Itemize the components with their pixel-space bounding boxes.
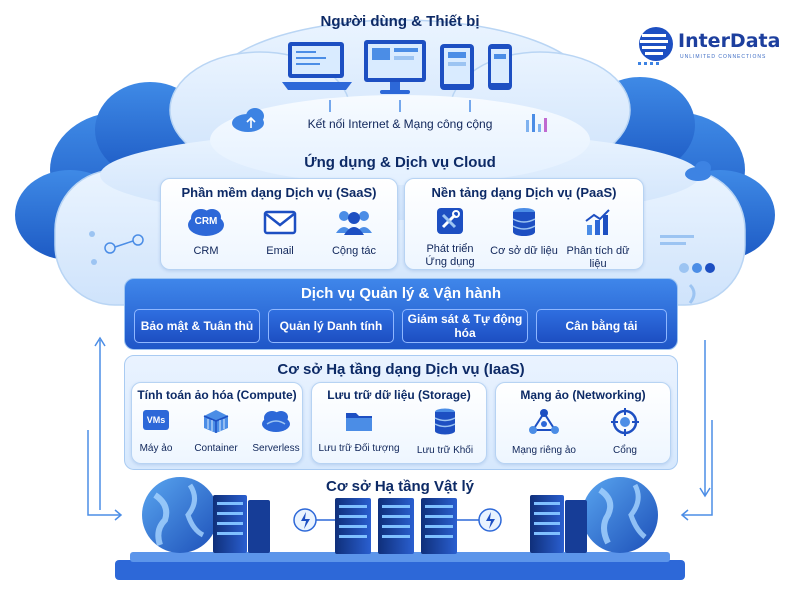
paas-item-database: Cơ sở dữ liệu [489, 207, 559, 258]
paas-item-label: Phát triển Ứng dụng [425, 243, 475, 268]
brand-logo: InterData UNLIMITED CONNECTIONS [636, 22, 786, 72]
iaas-title: Cơ sở Hạ tầng dạng Dịch vụ (IaaS) [277, 361, 525, 378]
folder-icon [314, 408, 404, 439]
brand-name: InterData [678, 30, 781, 52]
storage-item-label: Lưu trữ Khối [416, 445, 474, 456]
vms-icon: VMs [126, 408, 186, 439]
compute-item-container: Container [186, 408, 246, 455]
connection-label: Kết nối Internet & Mạng công cộng [307, 117, 493, 131]
storage-title: Lưu trữ dữ liệu (Storage) [327, 388, 471, 402]
users-title: Người dùng & Thiết bị [320, 13, 480, 30]
compute-item-label: Serverless [252, 443, 300, 454]
email-icon [245, 207, 315, 242]
vpn-network-icon [502, 408, 586, 441]
storage-panel: Lưu trữ dữ liệu (Storage) Lưu trữ Đối tư… [311, 382, 487, 464]
container-icon [186, 408, 246, 439]
saas-item-crm: CRM CRM [171, 207, 241, 258]
server-racks [213, 495, 587, 554]
networking-item-gateway: Cổng [588, 408, 662, 457]
mgmt-identity: Quản lý Danh tính [268, 309, 394, 343]
networking-title: Mạng ảo (Networking) [520, 388, 646, 402]
phone-icon [488, 44, 512, 90]
saas-item-email: Email [245, 207, 315, 258]
block-storage-icon [400, 408, 490, 441]
management-panel: Dịch vụ Quản lý & Vận hành Bảo mật & Tuâ… [124, 278, 678, 350]
saas-item-label: CRM [193, 245, 219, 257]
globe-right [582, 477, 658, 553]
saas-item-label: Cộng tác [331, 245, 377, 257]
crm-cloud-icon: CRM [171, 207, 241, 242]
compute-panel: Tính toán ảo hóa (Compute) VMs Máy ảo [131, 382, 303, 464]
compute-item-label: Container [194, 443, 238, 454]
monitor-icon [364, 40, 426, 94]
mgmt-security-compliance: Bảo mật & Tuân thủ [134, 309, 260, 343]
signal-bars-decor [526, 114, 547, 132]
mgmt-load-balancing: Cân bằng tải [536, 309, 667, 343]
compute-item-label: Máy ảo [139, 443, 173, 454]
networking-panel: Mạng ảo (Networking) Mạng riêng ảo [495, 382, 671, 464]
tools-icon [415, 207, 485, 240]
iaas-panel: Cơ sở Hạ tầng dạng Dịch vụ (IaaS) Tính t… [124, 355, 678, 470]
small-cloud-right [685, 161, 711, 181]
physical-title: Cơ sở Hạ tầng Vật lý [325, 478, 475, 495]
storage-item-block: Lưu trữ Khối [400, 408, 490, 457]
serverless-icon [246, 408, 306, 439]
collaboration-icon [319, 207, 389, 242]
saas-title: Phần mềm dạng Dịch vụ (SaaS) [181, 185, 377, 200]
logo-globe-icon [638, 27, 673, 65]
saas-panel: Phần mềm dạng Dịch vụ (SaaS) CRM CRM Ema… [160, 178, 398, 270]
physical-platform [115, 552, 685, 580]
paas-panel: Nền tảng dạng Dịch vụ (PaaS) Phát triển … [404, 178, 644, 270]
brand-tagline: UNLIMITED CONNECTIONS [680, 54, 767, 60]
networking-item-label: Mạng riêng ảo [512, 445, 576, 456]
globe-left [142, 477, 218, 553]
saas-item-collaboration: Cộng tác [319, 207, 389, 258]
tablet-icon [440, 44, 474, 90]
gateway-icon [588, 408, 662, 441]
analytics-chart-icon [563, 207, 633, 242]
network-nodes-decor [89, 231, 715, 304]
networking-item-label: Cổng [613, 445, 637, 456]
small-upload-cloud-left [232, 108, 264, 132]
devices-group [280, 34, 520, 98]
cloud-apps-title: Ứng dụng & Dịch vụ Cloud [304, 154, 496, 171]
paas-item-label: Phân tích dữ liệu [566, 245, 630, 270]
storage-item-label: Lưu trữ Đối tượng [318, 443, 400, 454]
compute-item-serverless: Serverless [246, 408, 306, 455]
compute-item-vms: VMs Máy ảo [126, 408, 186, 455]
crm-badge: CRM [194, 216, 218, 227]
compute-title: Tính toán ảo hóa (Compute) [137, 388, 297, 402]
paas-item-analytics: Phân tích dữ liệu [563, 207, 633, 271]
paas-title: Nền tảng dạng Dịch vụ (PaaS) [431, 185, 617, 200]
networking-item-vpn: Mạng riêng ảo [502, 408, 586, 457]
vms-badge: VMs [146, 415, 166, 425]
database-icon [489, 207, 559, 242]
laptop-icon [282, 42, 352, 90]
flow-arrows [87, 100, 713, 521]
management-title: Dịch vụ Quản lý & Vận hành [300, 285, 502, 302]
paas-item-app-dev: Phát triển Ứng dụng [415, 207, 485, 269]
storage-item-object: Lưu trữ Đối tượng [314, 408, 404, 455]
mgmt-monitoring-automation: Giám sát & Tự động hóa [402, 309, 528, 343]
paas-item-label: Cơ sở dữ liệu [490, 245, 558, 257]
saas-item-label: Email [266, 245, 294, 257]
